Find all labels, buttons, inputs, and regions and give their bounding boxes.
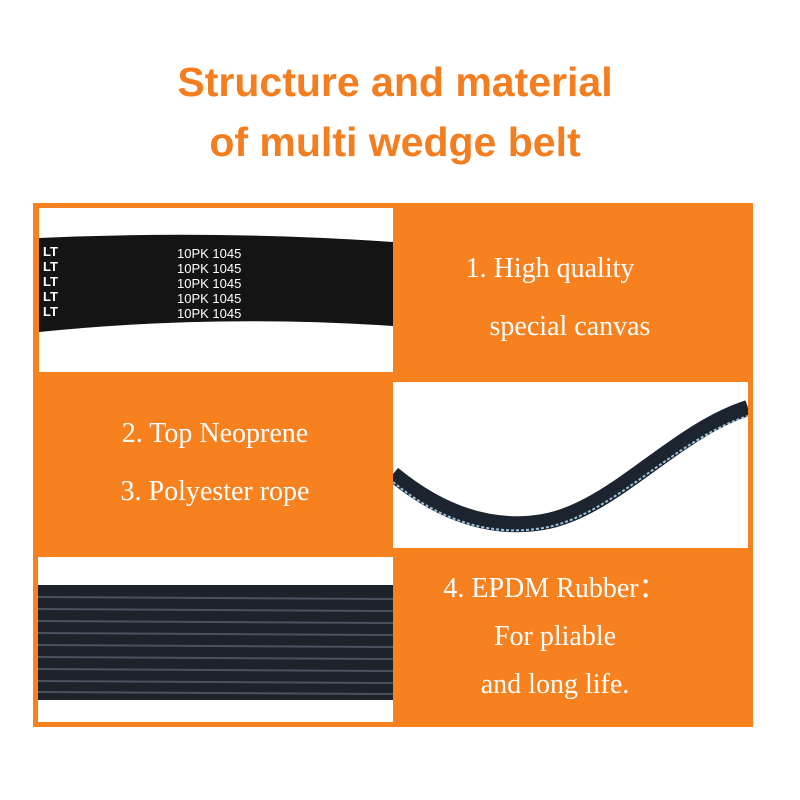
feature-1-text: 1. High quality special canvas [400, 240, 740, 356]
feature-3-line-3: and long life. [480, 669, 630, 700]
belt-print-code: 10PK 1045 [177, 276, 242, 291]
page-title: Structure and material of multi wedge be… [0, 52, 790, 172]
belt-print-code: 10PK 1045 [177, 246, 242, 261]
svg-text:LT: LT [43, 259, 58, 274]
title-line-1: Structure and material [177, 59, 613, 105]
feature-1-line-2: special canvas [489, 311, 651, 342]
feature-2-line-1: 2. Top Neoprene [121, 418, 309, 449]
feature-3-text: 4. EPDM Rubber： For pliable and long lif… [405, 560, 705, 704]
svg-text:LT: LT [43, 274, 58, 289]
belt-print-code: 10PK 1045 [177, 291, 242, 306]
svg-text:LT: LT [43, 304, 58, 319]
feature-3-line-1: 4. EPDM Rubber： [443, 573, 667, 604]
belt-profile-image [393, 382, 748, 548]
belt-print-lt: LT [43, 244, 58, 259]
belt-print-image: LT LT LT LT LT 10PK 1045 10PK 1045 10PK … [39, 208, 393, 372]
belt-print-code: 10PK 1045 [177, 306, 242, 321]
title-line-2: of multi wedge belt [209, 119, 581, 165]
feature-2-line-2: 3. Polyester rope [120, 476, 310, 507]
feature-1-line-1: 1. High quality [465, 253, 635, 284]
feature-3-line-2: For pliable [493, 621, 617, 652]
belt-ribs-image [38, 557, 393, 722]
svg-text:LT: LT [43, 289, 58, 304]
feature-2-text: 2. Top Neoprene 3. Polyester rope [40, 405, 390, 521]
belt-print-code: 10PK 1045 [177, 261, 242, 276]
